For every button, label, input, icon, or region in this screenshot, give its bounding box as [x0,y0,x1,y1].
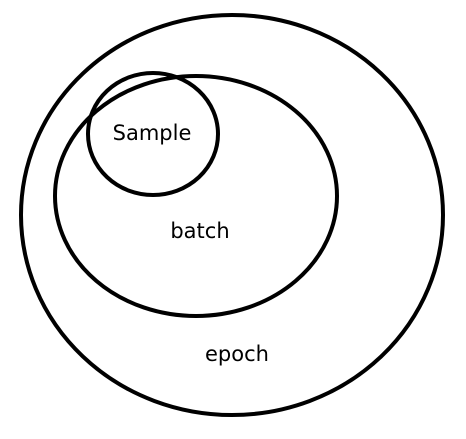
epoch-label: epoch [205,342,269,366]
batch-circle [53,74,339,318]
batch-label: batch [170,219,229,243]
epoch-circle [19,13,445,417]
sample-circle [86,71,220,197]
sample-label: Sample [113,121,192,145]
